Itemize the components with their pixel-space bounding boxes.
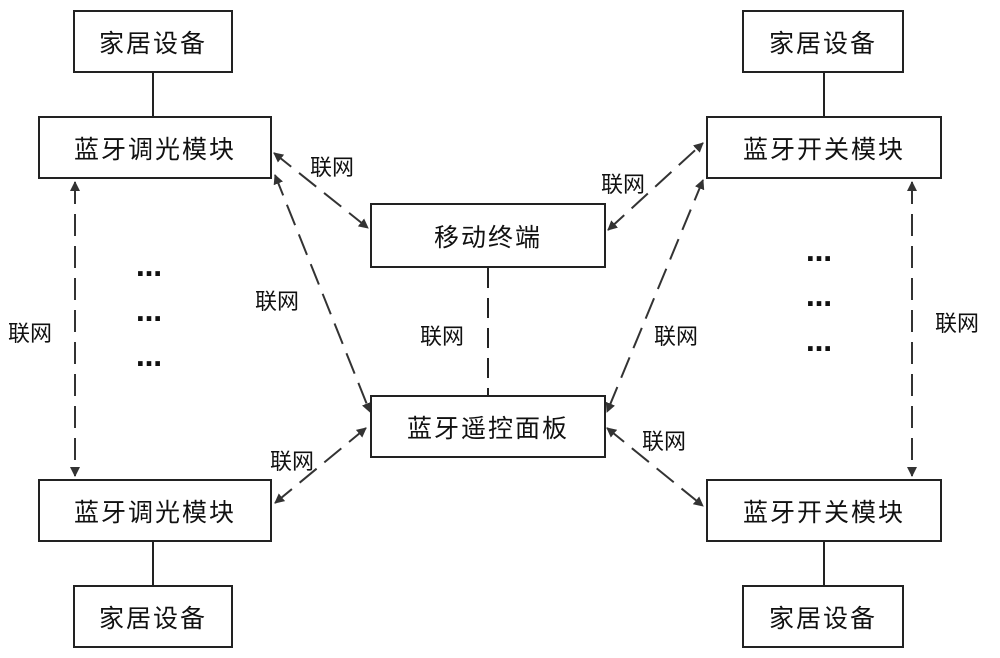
- ellipsis-left-2: …: [136, 298, 163, 328]
- edge-label-switch-top-panel: 联网: [654, 325, 699, 350]
- dimmer-module-box-bottom: 蓝牙调光模块: [38, 479, 272, 542]
- edge-label-panel-switch-bottom: 联网: [642, 430, 687, 455]
- edge-label-mobile-panel: 联网: [420, 325, 465, 350]
- ellipsis-left-1: …: [136, 253, 163, 283]
- home-device-box-bottom-left: 家居设备: [73, 585, 233, 648]
- link-panel-dimmer-bottom: [274, 427, 367, 504]
- home-device-box-bottom-right: 家居设备: [742, 585, 904, 648]
- ellipsis-right-2: …: [806, 283, 833, 313]
- home-device-label: 家居设备: [98, 603, 207, 633]
- edge-label-dimmer-top-panel: 联网: [255, 290, 300, 315]
- edge-label-mobile-switch-top: 联网: [601, 173, 646, 198]
- home-device-box-top-right: 家居设备: [742, 10, 904, 73]
- home-device-label: 家居设备: [98, 28, 207, 58]
- switch-module-box-bottom: 蓝牙开关模块: [706, 479, 942, 542]
- edge-label-switch-vertical: 联网: [935, 312, 980, 337]
- home-device-label: 家居设备: [768, 28, 877, 58]
- ellipsis-right-1: …: [806, 238, 833, 268]
- edge-label-dimmer-vertical: 联网: [8, 322, 53, 347]
- home-device-box-top-left: 家居设备: [73, 10, 233, 73]
- mobile-terminal-label: 移动终端: [433, 222, 542, 252]
- remote-panel-label: 蓝牙遥控面板: [406, 413, 569, 443]
- switch-module-label: 蓝牙开关模块: [742, 134, 905, 164]
- link-switch-top-panel: [605, 179, 705, 413]
- link-panel-switch-bottom: [606, 427, 704, 507]
- link-dimmer-top-panel: [273, 174, 372, 413]
- ellipsis-left-3: …: [136, 343, 163, 373]
- dimmer-module-label: 蓝牙调光模块: [73, 134, 236, 164]
- edge-label-panel-dimmer-bottom: 联网: [270, 450, 315, 475]
- switch-module-box-top: 蓝牙开关模块: [706, 116, 942, 179]
- dimmer-module-box-top: 蓝牙调光模块: [38, 116, 272, 179]
- home-device-label: 家居设备: [768, 603, 877, 633]
- dimmer-module-label: 蓝牙调光模块: [73, 497, 236, 527]
- ellipsis-right-3: …: [806, 328, 833, 358]
- remote-panel-box: 蓝牙遥控面板: [370, 395, 606, 458]
- edge-label-dimmer-top-mobile: 联网: [310, 156, 355, 181]
- mobile-terminal-box: 移动终端: [370, 203, 606, 268]
- switch-module-label: 蓝牙开关模块: [742, 497, 905, 527]
